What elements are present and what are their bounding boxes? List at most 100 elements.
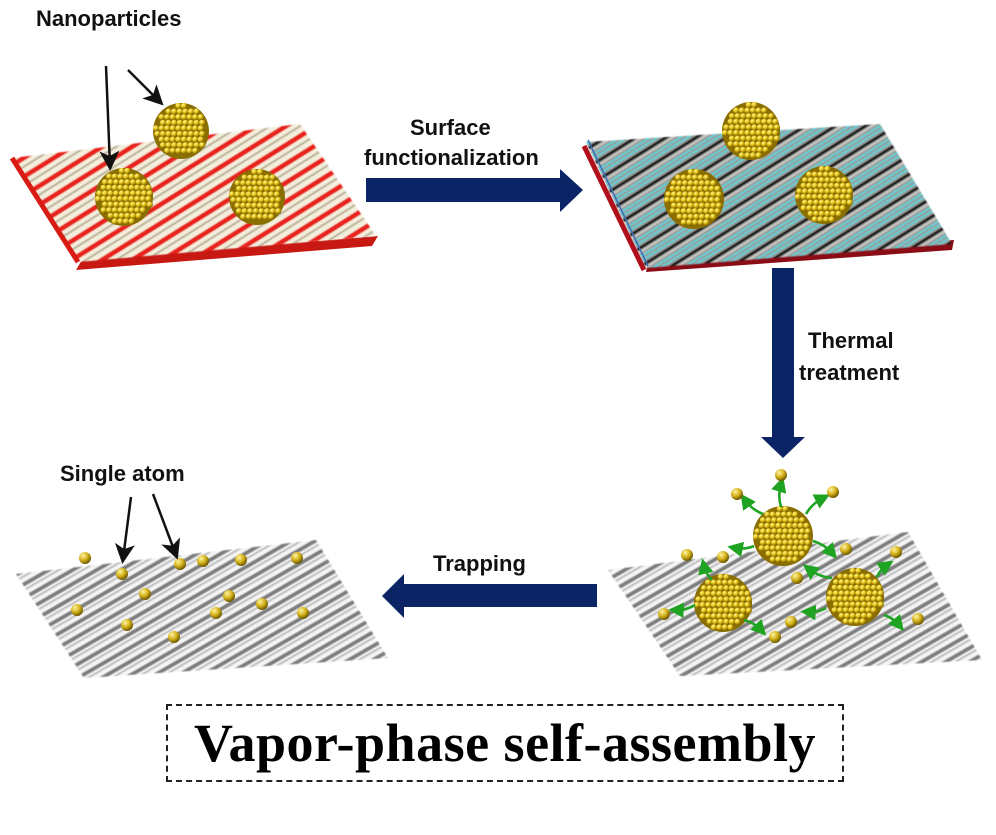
nanoparticle-atom xyxy=(691,196,699,204)
nanoparticle-atom xyxy=(258,208,265,215)
nanoparticle-atom xyxy=(669,196,676,204)
nanoparticle-atom xyxy=(782,528,789,535)
nanoparticle-atom xyxy=(835,199,842,206)
migration-arrow xyxy=(802,564,833,580)
nanoparticle-atom xyxy=(855,601,862,608)
nanoparticle-atom xyxy=(269,185,276,192)
nanoparticle-atom xyxy=(710,191,717,198)
nanoparticle-atom xyxy=(273,180,280,187)
nanoparticle-atom xyxy=(835,188,842,195)
nanoparticle-atom xyxy=(876,584,883,591)
nanoparticle-atom xyxy=(176,142,183,149)
nanoparticle-atom xyxy=(708,196,715,204)
nanoparticle-atom xyxy=(733,141,740,148)
nanoparticle-atom xyxy=(113,201,120,208)
nanoparticle-atom xyxy=(749,152,757,159)
nanoparticle-atom xyxy=(165,130,172,138)
nanoparticle-atom xyxy=(145,195,152,203)
nanoparticle-atom xyxy=(733,579,740,586)
nanoparticle-atom xyxy=(782,539,789,546)
nanoparticle-atom xyxy=(703,174,710,181)
nanoparticle-atom xyxy=(831,584,838,591)
nanoparticle-atom xyxy=(834,193,841,201)
nanoparticle-atom xyxy=(803,522,810,529)
nanoparticle-atom xyxy=(245,213,252,220)
nanoparticle-atom xyxy=(199,119,206,126)
nanoparticle-atom xyxy=(860,590,868,597)
nanoparticle-atom xyxy=(859,618,866,625)
nanoparticle-atom xyxy=(738,141,745,148)
nanoparticle-atom xyxy=(838,579,845,586)
nanoparticle-atom xyxy=(263,208,271,215)
nanoparticle-atom xyxy=(829,199,837,206)
nanoparticle-atom xyxy=(704,213,711,220)
nanoparticle-atom xyxy=(855,567,862,575)
nanoparticle-atom xyxy=(273,202,280,209)
nanoparticle-atom xyxy=(663,196,671,204)
nanoparticle-atom xyxy=(859,607,866,614)
nanoparticle-atom xyxy=(799,550,806,557)
emitted-atom xyxy=(731,488,743,500)
nanoparticle-atom xyxy=(811,193,818,201)
nanoparticle-atom xyxy=(186,136,193,143)
nanoparticle-atom xyxy=(122,184,130,191)
nanoparticle-atom xyxy=(872,579,879,586)
nanoparticle-atom xyxy=(740,585,747,592)
nanoparticle-atom xyxy=(853,618,861,625)
nanoparticle-pointer-arrow-1 xyxy=(99,65,120,171)
nanoparticle-atom xyxy=(865,607,872,614)
nanoparticle-atom xyxy=(740,135,747,142)
nanoparticle-atom xyxy=(829,210,837,217)
nanoparticle-atom xyxy=(186,114,193,121)
nanoparticle-atom xyxy=(101,201,109,208)
nanoparticle-atom xyxy=(135,212,142,219)
nanoparticle-atom xyxy=(776,505,783,513)
nanoparticle-atom xyxy=(758,545,765,552)
nanoparticle-atom xyxy=(171,130,178,138)
nanoparticle-atom xyxy=(806,182,813,189)
nanoparticle-atom xyxy=(738,129,745,137)
nanoparticle-atom xyxy=(117,173,124,180)
nanoparticle-atom xyxy=(751,113,758,120)
nanoparticle-atom xyxy=(687,191,694,198)
nanoparticle-atom xyxy=(771,550,778,557)
nanoparticle-atom xyxy=(782,550,789,557)
nanoparticle-atom xyxy=(241,208,248,215)
single-atom xyxy=(139,588,151,600)
nanoparticle-atom xyxy=(764,522,771,529)
nanoparticle-atom xyxy=(186,147,193,154)
emitted-atom xyxy=(658,608,670,620)
nanoparticle-atom xyxy=(733,601,740,609)
nanoparticle-atom xyxy=(841,188,848,195)
nanoparticle-atom xyxy=(728,135,736,142)
nanoparticle-atom xyxy=(806,171,813,178)
nanoparticle-atom xyxy=(113,212,120,219)
nanoparticle-atom xyxy=(846,199,853,206)
nanoparticle-atom xyxy=(831,607,838,614)
nanoparticle-atom xyxy=(838,601,845,608)
nanoparticle-atom xyxy=(762,135,769,142)
nanoparticle-atom xyxy=(245,191,252,198)
nanoparticle-atom xyxy=(765,539,772,546)
nanoparticle-atom xyxy=(811,171,818,178)
nanoparticle-functionalized-left xyxy=(663,168,724,229)
nanoparticle-atom xyxy=(106,173,113,180)
nanoparticle-atom xyxy=(744,590,751,597)
nanoparticle-atom xyxy=(787,528,795,535)
nanoparticle-atom xyxy=(776,539,783,546)
nanoparticle-atom xyxy=(705,601,712,609)
nanoparticle-atom xyxy=(715,191,722,198)
nanoparticle-atom xyxy=(176,130,183,138)
single-atom-substrate-surface xyxy=(16,540,388,678)
nanoparticle-atom xyxy=(817,171,824,178)
nanoparticle-atom xyxy=(118,179,125,186)
nanoparticle-atom xyxy=(800,182,807,189)
nanoparticle-atom xyxy=(761,107,768,114)
nanoparticle-atom xyxy=(697,196,704,204)
nanoparticle-atom xyxy=(761,129,768,137)
nanoparticle-atom xyxy=(817,205,824,212)
nanoparticle-atom xyxy=(107,212,114,219)
nanoparticle-atom xyxy=(135,179,142,186)
nanoparticle-atom xyxy=(706,607,713,614)
nanoparticle-atom xyxy=(687,180,694,187)
